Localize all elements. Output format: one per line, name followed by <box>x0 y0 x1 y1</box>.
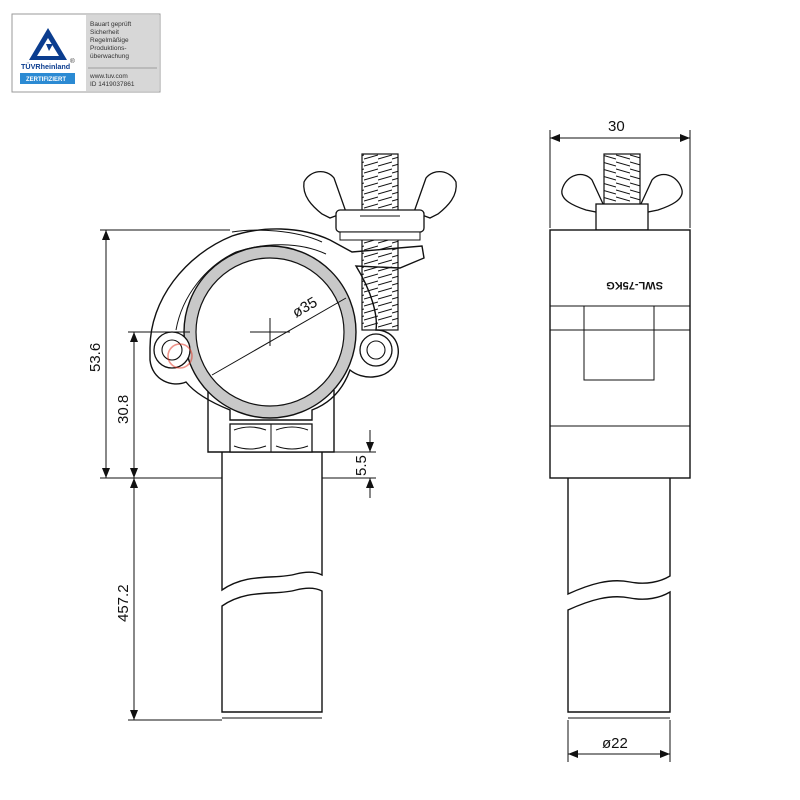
certificate-id: ID 1419037861 <box>90 81 135 88</box>
wing-nut <box>303 171 457 241</box>
front-view: ø35 <box>87 153 457 721</box>
side-wing-nut <box>561 173 683 231</box>
hex-nut <box>229 423 313 453</box>
side-body: SWL-75KG <box>549 229 691 479</box>
dim-nut: 5.5 <box>353 455 370 476</box>
certificate-registered-mark: ® <box>70 57 75 65</box>
certificate-badge: TÜVRheinland ® ZERTIFIZIERT Bauart geprü… <box>11 13 161 93</box>
certificate-badge-label: ZERTIFIZIERT <box>26 77 66 83</box>
tuv-triangle-icon <box>29 28 67 60</box>
dim-spigot-diameter: ø22 <box>602 735 628 752</box>
front-spigot <box>221 452 323 719</box>
side-dimension-width: 30 <box>549 118 691 228</box>
tube-diameter-line <box>211 297 347 376</box>
certificate-line: Regelmäßige <box>90 37 129 44</box>
label-stamp: SWL-75KG <box>606 279 663 291</box>
bolt-bushing-right <box>359 333 393 367</box>
certificate-text-panel <box>86 15 159 91</box>
front-bolt <box>361 153 399 331</box>
side-view: SWL-75KG 30 ø22 <box>549 118 691 762</box>
certificate-brand: TÜVRheinland <box>21 62 70 71</box>
watermark-logo <box>167 343 193 369</box>
hinge-bushing-left <box>153 331 193 369</box>
dim-height-center: 30.8 <box>115 395 132 424</box>
certificate-line: Produktions- <box>90 45 127 52</box>
certificate-badge-bar <box>20 73 75 84</box>
certificate-line: Bauart geprüft <box>90 21 131 28</box>
side-spigot <box>567 478 671 719</box>
clamp-jaw <box>149 228 425 421</box>
dim-spigot-length: 457.2 <box>115 584 132 622</box>
side-dimension-spigot: ø22 <box>567 720 671 762</box>
tube-ring: ø35 <box>183 245 357 419</box>
dim-height-total: 53.6 <box>87 343 104 372</box>
front-dimensions: 53.6 30.8 457.2 5.5 <box>87 229 376 721</box>
bolt-thread <box>361 153 399 331</box>
dim-width: 30 <box>608 118 625 135</box>
certificate-line: überwachung <box>90 53 129 60</box>
certificate-website: www.tuv.com <box>89 73 128 80</box>
certificate-line: Sicherheit <box>90 29 119 36</box>
